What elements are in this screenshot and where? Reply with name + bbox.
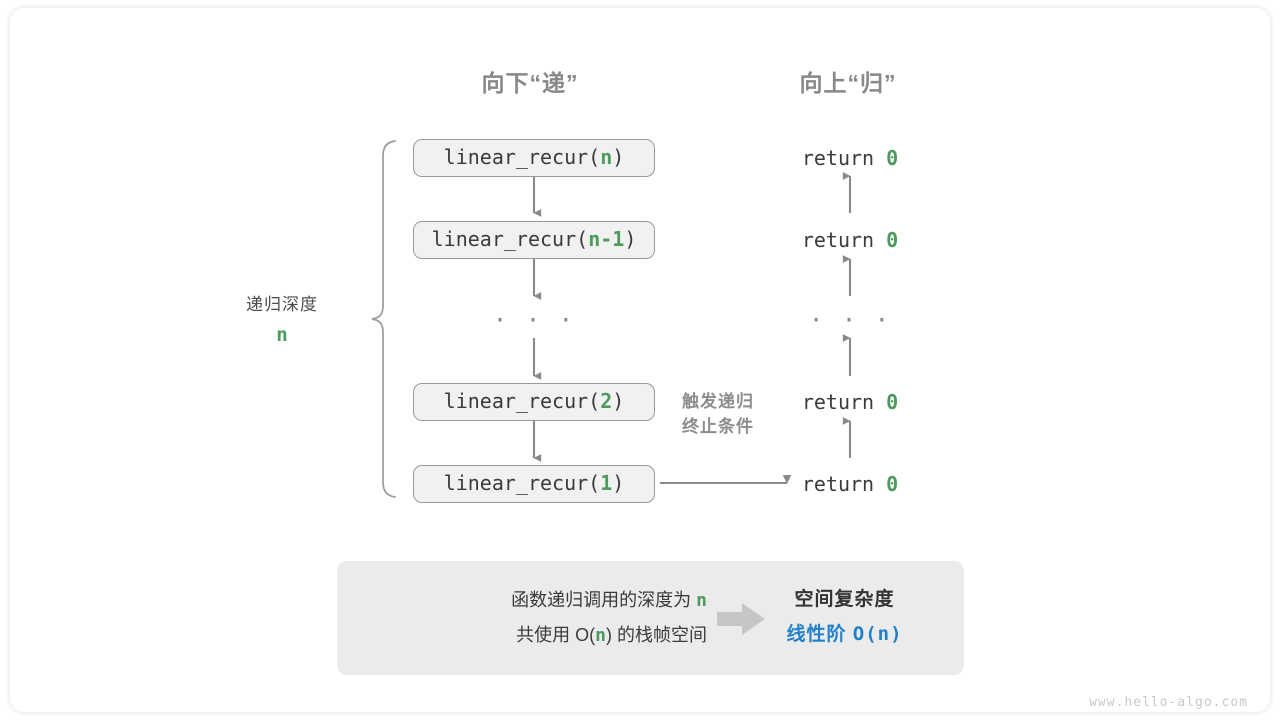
summary-right-text: 空间复杂度 线性阶 O(n) (747, 583, 942, 652)
call-box-n-minus-1-suffix: ) (624, 227, 637, 251)
summary-left-text: 函数递归调用的深度为 n 共使用 O(n) 的栈帧空间 (367, 583, 707, 653)
return-label-4-text: return (801, 472, 887, 496)
summary-right-line2: 线性阶 O(n) (747, 617, 942, 652)
summary-left-line1-pre: 函数递归调用的深度为 (511, 590, 697, 610)
call-box-1-suffix: ) (612, 471, 625, 495)
call-box-n-prefix: linear_recur( (443, 145, 601, 169)
summary-right-line2-complexity: O(n) (852, 623, 903, 645)
return-label-3-text: return (801, 390, 887, 414)
summary-left-line2-post: ) 的栈帧空间 (606, 625, 707, 645)
column-header-descent: 向下“递” (481, 70, 579, 96)
recursion-depth-label: 递归深度 n (246, 290, 318, 346)
return-label-3-value: 0 (886, 390, 899, 414)
call-box-2: linear_recur(2) (413, 383, 655, 421)
summary-right-line1: 空间复杂度 (794, 589, 895, 610)
return-label-1-text: return (801, 146, 887, 170)
summary-left-line2: 共使用 O(n) 的栈帧空间 (367, 618, 707, 653)
call-box-1-prefix: linear_recur( (443, 471, 601, 495)
diagram-stage: 向下“递” 向上“归” 递归深度 n linear_recur(n) linea… (10, 8, 1270, 712)
return-label-1: return 0 (802, 146, 898, 170)
call-box-n-suffix: ) (612, 145, 625, 169)
return-label-1-value: 0 (886, 146, 899, 170)
call-box-n-arg: n (600, 145, 613, 169)
summary-left-line2-pre: 共使用 O( (516, 625, 596, 645)
return-label-3: return 0 (802, 390, 898, 414)
call-box-2-suffix: ) (612, 389, 625, 413)
footer-watermark: www.hello-algo.com (1089, 695, 1248, 710)
base-case-note-line2: 终止条件 (682, 417, 754, 436)
return-ellipsis: · · · (808, 306, 892, 334)
column-header-return: 向上“归” (799, 70, 897, 96)
base-case-note-line1: 触发递归 (682, 392, 754, 411)
base-case-note: 触发递归 终止条件 (682, 389, 754, 439)
right-arrow-icon (717, 603, 765, 635)
return-label-4-value: 0 (886, 472, 899, 496)
call-box-2-arg: 2 (600, 389, 613, 413)
diagram-card: 向下“递” 向上“归” 递归深度 n linear_recur(n) linea… (10, 8, 1270, 712)
return-label-4: return 0 (802, 472, 898, 496)
return-label-2-value: 0 (886, 228, 899, 252)
summary-left-line1: 函数递归调用的深度为 n (367, 583, 707, 618)
call-box-1: linear_recur(1) (413, 465, 655, 503)
recursion-depth-text: 递归深度 (246, 295, 318, 314)
summary-right-line2-pre: 线性阶 (786, 624, 853, 645)
summary-panel: 函数递归调用的深度为 n 共使用 O(n) 的栈帧空间 空间复杂度 线性阶 O(… (337, 561, 964, 675)
summary-left-line1-highlight: n (696, 590, 707, 611)
call-box-n-minus-1: linear_recur(n-1) (413, 221, 655, 259)
call-box-2-prefix: linear_recur( (443, 389, 601, 413)
return-label-2: return 0 (802, 228, 898, 252)
return-label-2-text: return (801, 228, 887, 252)
recursion-depth-value: n (276, 324, 288, 346)
summary-left-line2-highlight: n (595, 625, 606, 646)
descent-ellipsis: · · · (492, 306, 576, 334)
call-box-1-arg: 1 (600, 471, 613, 495)
depth-brace (371, 140, 396, 498)
call-box-n: linear_recur(n) (413, 139, 655, 177)
call-box-n-minus-1-prefix: linear_recur( (431, 227, 589, 251)
call-box-n-minus-1-arg: n-1 (588, 227, 625, 251)
summary-arrow-layer (717, 603, 765, 635)
